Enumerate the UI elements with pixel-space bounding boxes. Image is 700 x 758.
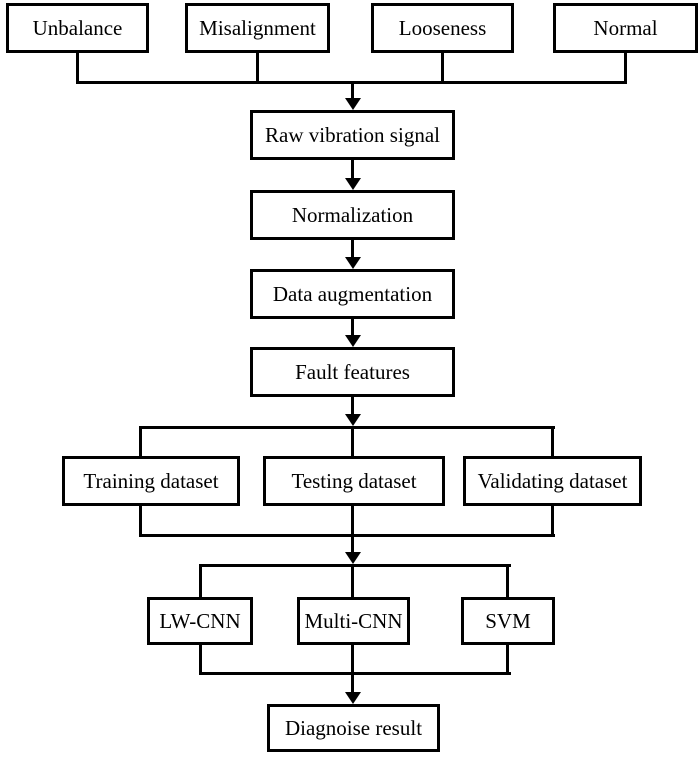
connector-looseness-drop xyxy=(441,53,444,84)
connector-split-to-validating xyxy=(551,429,554,456)
node-unbalance: Unbalance xyxy=(6,3,149,53)
connector-normalization-to-augmentation xyxy=(351,240,354,257)
node-training-dataset: Training dataset xyxy=(62,456,240,506)
connector-misalignment-drop xyxy=(256,53,259,84)
arrowhead-raw-signal xyxy=(345,98,361,110)
node-svm: SVM xyxy=(461,597,555,645)
node-fault-features: Fault features xyxy=(250,347,455,397)
connector-normal-drop xyxy=(624,53,627,84)
connector-split-to-multicnn xyxy=(351,567,354,597)
split-bar-datasets xyxy=(139,426,555,429)
arrowhead-dataset-split xyxy=(345,414,361,426)
node-lw-cnn: LW-CNN xyxy=(147,597,253,645)
connector-split-to-lwcnn xyxy=(199,567,202,597)
connector-merge-to-raw xyxy=(351,84,354,99)
connector-testing-drop xyxy=(351,506,354,537)
arrowhead-model-split xyxy=(345,552,361,564)
node-diagnosis-result: Diagnoise result xyxy=(267,704,440,752)
connector-split-to-testing xyxy=(351,429,354,456)
node-looseness: Looseness xyxy=(371,3,514,53)
connector-split-to-svm xyxy=(506,567,509,597)
connector-svm-drop xyxy=(506,645,509,675)
merge-bar-models xyxy=(199,672,511,675)
connector-unbalance-drop xyxy=(76,53,79,84)
connector-augmentation-to-features xyxy=(351,319,354,335)
arrowhead-normalization xyxy=(345,178,361,190)
connector-features-to-split xyxy=(351,397,354,414)
node-testing-dataset: Testing dataset xyxy=(263,456,445,506)
connector-training-drop xyxy=(139,506,142,537)
arrowhead-augmentation xyxy=(345,257,361,269)
node-raw-vibration-signal: Raw vibration signal xyxy=(250,110,455,160)
connector-multicnn-drop xyxy=(351,645,354,675)
connector-validating-drop xyxy=(551,506,554,537)
split-bar-models xyxy=(199,564,511,567)
node-normalization: Normalization xyxy=(250,190,455,240)
connector-lwcnn-drop xyxy=(199,645,202,675)
arrowhead-fault-features xyxy=(345,335,361,347)
connector-datasets-to-models xyxy=(351,537,354,553)
merge-bar-top xyxy=(76,81,627,84)
node-data-augmentation: Data augmentation xyxy=(250,269,455,319)
node-normal: Normal xyxy=(553,3,698,53)
node-misalignment: Misalignment xyxy=(185,3,330,53)
arrowhead-result xyxy=(345,692,361,704)
connector-raw-to-normalization xyxy=(351,160,354,178)
node-validating-dataset: Validating dataset xyxy=(463,456,642,506)
connector-split-to-training xyxy=(139,429,142,456)
connector-models-to-result xyxy=(351,675,354,692)
node-multi-cnn: Multi-CNN xyxy=(297,597,410,645)
merge-bar-datasets xyxy=(139,534,555,537)
